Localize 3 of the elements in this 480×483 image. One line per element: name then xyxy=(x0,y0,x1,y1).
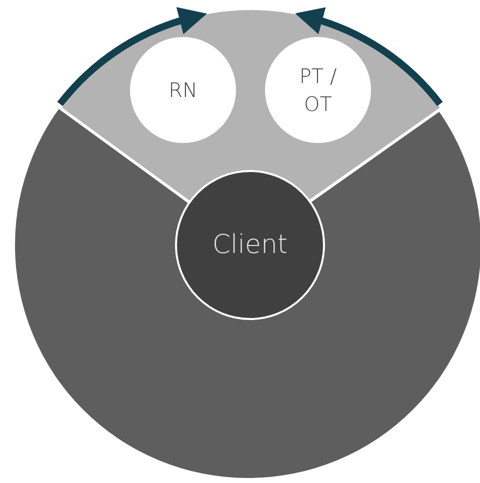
role-label: RN xyxy=(168,77,198,104)
role-label: Client xyxy=(212,228,288,262)
role-label: PT / OT xyxy=(298,63,338,118)
